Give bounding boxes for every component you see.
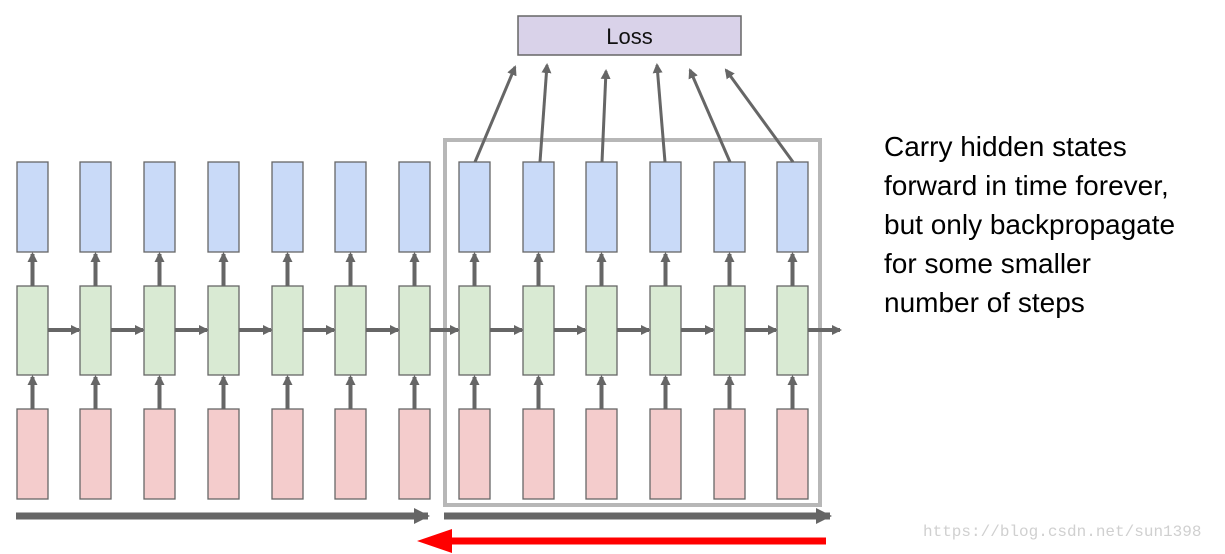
hidden-cell: [16, 285, 49, 376]
output-cell: [271, 161, 304, 253]
hidden-cell: [776, 285, 809, 376]
backprop-arrow-head: [417, 529, 452, 553]
hidden-cell: [207, 285, 240, 376]
hidden-cell: [79, 285, 112, 376]
hidden-cell: [585, 285, 618, 376]
hidden-cell: [458, 285, 491, 376]
pass-arrows: [16, 508, 832, 553]
input-cell: [585, 408, 618, 500]
output-cell: [649, 161, 682, 253]
input-cell: [398, 408, 431, 500]
input-cell: [79, 408, 112, 500]
timestep-4: [207, 161, 273, 500]
output-to-loss-arrow: [652, 63, 667, 163]
input-cell: [143, 408, 176, 500]
timestep-11: [649, 161, 715, 500]
output-cell: [458, 161, 491, 253]
input-cell: [713, 408, 746, 500]
input-cell: [649, 408, 682, 500]
hidden-cell: [713, 285, 746, 376]
caption-line: but only backpropagate: [884, 209, 1176, 240]
timestep-6: [334, 161, 400, 500]
input-cell: [16, 408, 49, 500]
output-cell: [398, 161, 431, 253]
caption-line: forward in time forever,: [884, 170, 1169, 201]
hidden-cell: [334, 285, 367, 376]
timestep-12: [713, 161, 778, 500]
timestep-2: [79, 161, 145, 500]
output-cell: [16, 161, 49, 253]
output-cell: [207, 161, 240, 253]
output-cell: [522, 161, 555, 253]
hidden-cell: [143, 285, 176, 376]
watermark: https://blog.csdn.net/sun1398: [923, 523, 1202, 541]
loss-arrows: [473, 63, 795, 163]
hidden-cell: [398, 285, 431, 376]
output-cell: [334, 161, 367, 253]
timestep-5: [271, 161, 336, 500]
caption: Carry hidden states forward in time fore…: [884, 127, 1175, 322]
timestep-9: [522, 161, 587, 500]
hidden-cell: [522, 285, 555, 376]
hidden-cell: [271, 285, 304, 376]
output-to-loss-arrow: [688, 68, 732, 163]
output-to-loss-arrow: [538, 63, 552, 163]
output-cell: [776, 161, 809, 253]
timestep-10: [585, 161, 651, 500]
caption-line: Carry hidden states: [884, 131, 1127, 162]
truncation-window-frame: [443, 138, 822, 507]
output-cell: [79, 161, 112, 253]
output-to-loss-arrow: [724, 68, 795, 163]
caption-line: number of steps: [884, 287, 1085, 318]
output-cell: [143, 161, 176, 253]
input-cell: [207, 408, 240, 500]
input-cell: [458, 408, 491, 500]
output-to-loss-arrow: [473, 65, 517, 163]
output-to-loss-arrow: [600, 69, 611, 163]
rnn-cells: [16, 161, 842, 500]
output-cell: [713, 161, 746, 253]
input-cell: [776, 408, 809, 500]
loss-node: Loss: [517, 15, 742, 56]
input-cell: [522, 408, 555, 500]
output-cell: [585, 161, 618, 253]
timestep-7: [398, 161, 460, 500]
input-cell: [334, 408, 367, 500]
timestep-1: [16, 161, 81, 500]
caption-line: for some smaller: [884, 248, 1091, 279]
timestep-13: [776, 161, 842, 500]
loss-label: Loss: [606, 24, 652, 49]
timestep-8: [458, 161, 524, 500]
hidden-cell: [649, 285, 682, 376]
input-cell: [271, 408, 304, 500]
timestep-3: [143, 161, 209, 500]
